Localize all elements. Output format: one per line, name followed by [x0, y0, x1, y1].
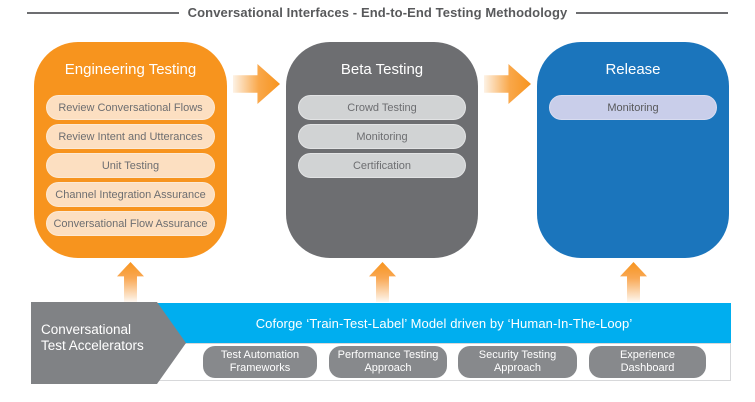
stage-item: Review Conversational Flows [46, 95, 215, 120]
stage-item: Monitoring [298, 124, 466, 149]
flow-arrow-right-icon [233, 64, 280, 104]
page-title: Conversational Interfaces - End-to-End T… [187, 5, 568, 20]
tool-performance-testing-approach: Performance Testing Approach [329, 346, 447, 378]
tool-security-testing-approach: Security Testing Approach [458, 346, 577, 378]
flow-arrow-right-icon [484, 64, 531, 104]
stage-title: Release [605, 61, 661, 78]
stage-item: Review Intent and Utterances [46, 124, 215, 149]
accelerators-banner: Conversational Test Accelerators [31, 302, 186, 384]
title-rule-left [26, 11, 179, 14]
stage-release: Release Monitoring [537, 42, 729, 258]
stage-title: Beta Testing [340, 61, 424, 78]
title-row: Conversational Interfaces - End-to-End T… [0, 5, 755, 20]
feed-arrow-up-icon [620, 262, 647, 302]
tool-test-automation-frameworks: Test Automation Frameworks [203, 346, 317, 378]
stage-item: Conversational Flow Assurance [46, 211, 215, 236]
stage-engineering-testing: Engineering Testing Review Conversationa… [34, 42, 227, 258]
stage-title: Engineering Testing [64, 61, 197, 78]
model-headline: Coforge ‘Train-Test-Label’ Model driven … [255, 315, 633, 331]
tool-experience-dashboard: Experience Dashboard [589, 346, 706, 378]
stage-item: Channel Integration Assurance [46, 182, 215, 207]
title-rule-right [576, 11, 729, 14]
stage-beta-testing: Beta Testing Crowd Testing Monitoring Ce… [286, 42, 478, 258]
stage-item: Certification [298, 153, 466, 178]
stage-item: Monitoring [549, 95, 717, 120]
stage-item: Unit Testing [46, 153, 215, 178]
feed-arrow-up-icon [369, 262, 396, 302]
stage-item: Crowd Testing [298, 95, 466, 120]
feed-arrow-up-icon [117, 262, 144, 302]
model-headline-bar: Coforge ‘Train-Test-Label’ Model driven … [157, 303, 731, 343]
accelerators-banner-label: Conversational Test Accelerators [41, 322, 144, 353]
